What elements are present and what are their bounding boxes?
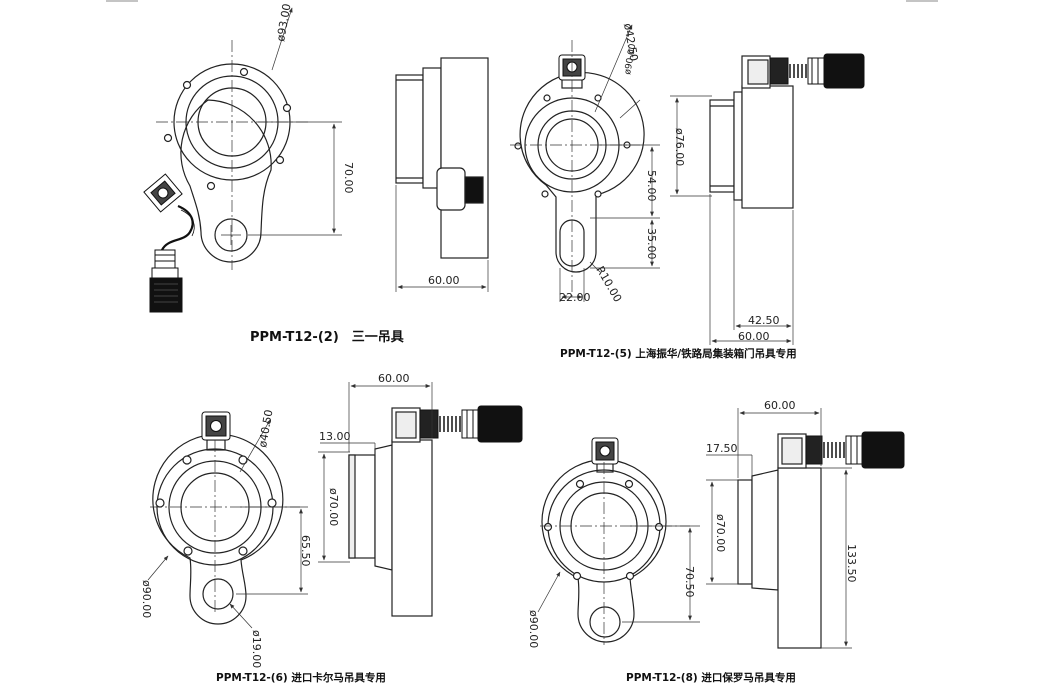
t6-dim-d19: ø19.00: [250, 630, 263, 668]
t5-dim-h35: 35.00: [645, 228, 658, 260]
t8-top-nut: [591, 437, 619, 465]
t6-dim-d40: ø40.50: [256, 409, 275, 449]
t5-front-view: [514, 71, 645, 273]
t8-dim-h70: 70.50: [683, 566, 696, 598]
t6-dim-d70: ø70.00: [327, 488, 340, 526]
t5-dim-w42: 42.50: [748, 314, 780, 327]
t5-dim-w22: 22.00: [559, 291, 591, 304]
t8-side-connector: [805, 431, 905, 469]
t5-dim-r10: R10.00: [593, 264, 624, 304]
t5-side-view: [709, 55, 794, 209]
t6-dim-h65: 65.50: [299, 535, 312, 567]
t6-dim-w13: 13.00: [319, 430, 351, 443]
t6-top-nut: [201, 411, 231, 441]
caption-ppm-t12-6: PPM-T12-(6) 进口卡尔马吊具专用: [216, 672, 386, 684]
caption-ppm-t12-8: PPM-T12-(8) 进口保罗马吊具专用: [626, 672, 796, 684]
t5-dim-d76: ø76.00: [673, 128, 686, 166]
t6-side-view: [348, 407, 433, 617]
caption-ppm-t12-5: PPM-T12-(5) 上海振华/铁路局集装箱门吊具专用: [560, 348, 797, 360]
t8-dim-h133: 133.50: [845, 544, 858, 583]
t2-dim-h70: 70.00: [342, 162, 355, 194]
t5-dim-w60: 60.00: [738, 330, 770, 343]
t2-front-view: [163, 63, 292, 263]
t2-side-view: [395, 57, 489, 259]
t2-dim-w60: 60.00: [428, 274, 460, 287]
t2-dim-d93: ø93.00: [274, 3, 293, 43]
t2-angle-connector: [143, 173, 195, 313]
t6-dim-d90: ø90.00: [140, 580, 153, 618]
t6-front-view: [152, 433, 284, 625]
t5-dim-h54: 54.00: [645, 170, 658, 202]
t8-dim-w17: 17.50: [706, 442, 738, 455]
t5-side-connector: [769, 53, 865, 89]
t8-side-view: [737, 433, 822, 649]
t6-dim-w60: 60.00: [378, 372, 410, 385]
t6-side-connector: [419, 405, 523, 443]
t8-dim-d90: ø90.00: [527, 610, 540, 648]
caption-ppm-t12-2: PPM-T12-(2) 三一吊具: [250, 330, 404, 345]
t8-dim-d70: ø70.00: [714, 514, 727, 552]
t8-dim-w60: 60.00: [764, 399, 796, 412]
